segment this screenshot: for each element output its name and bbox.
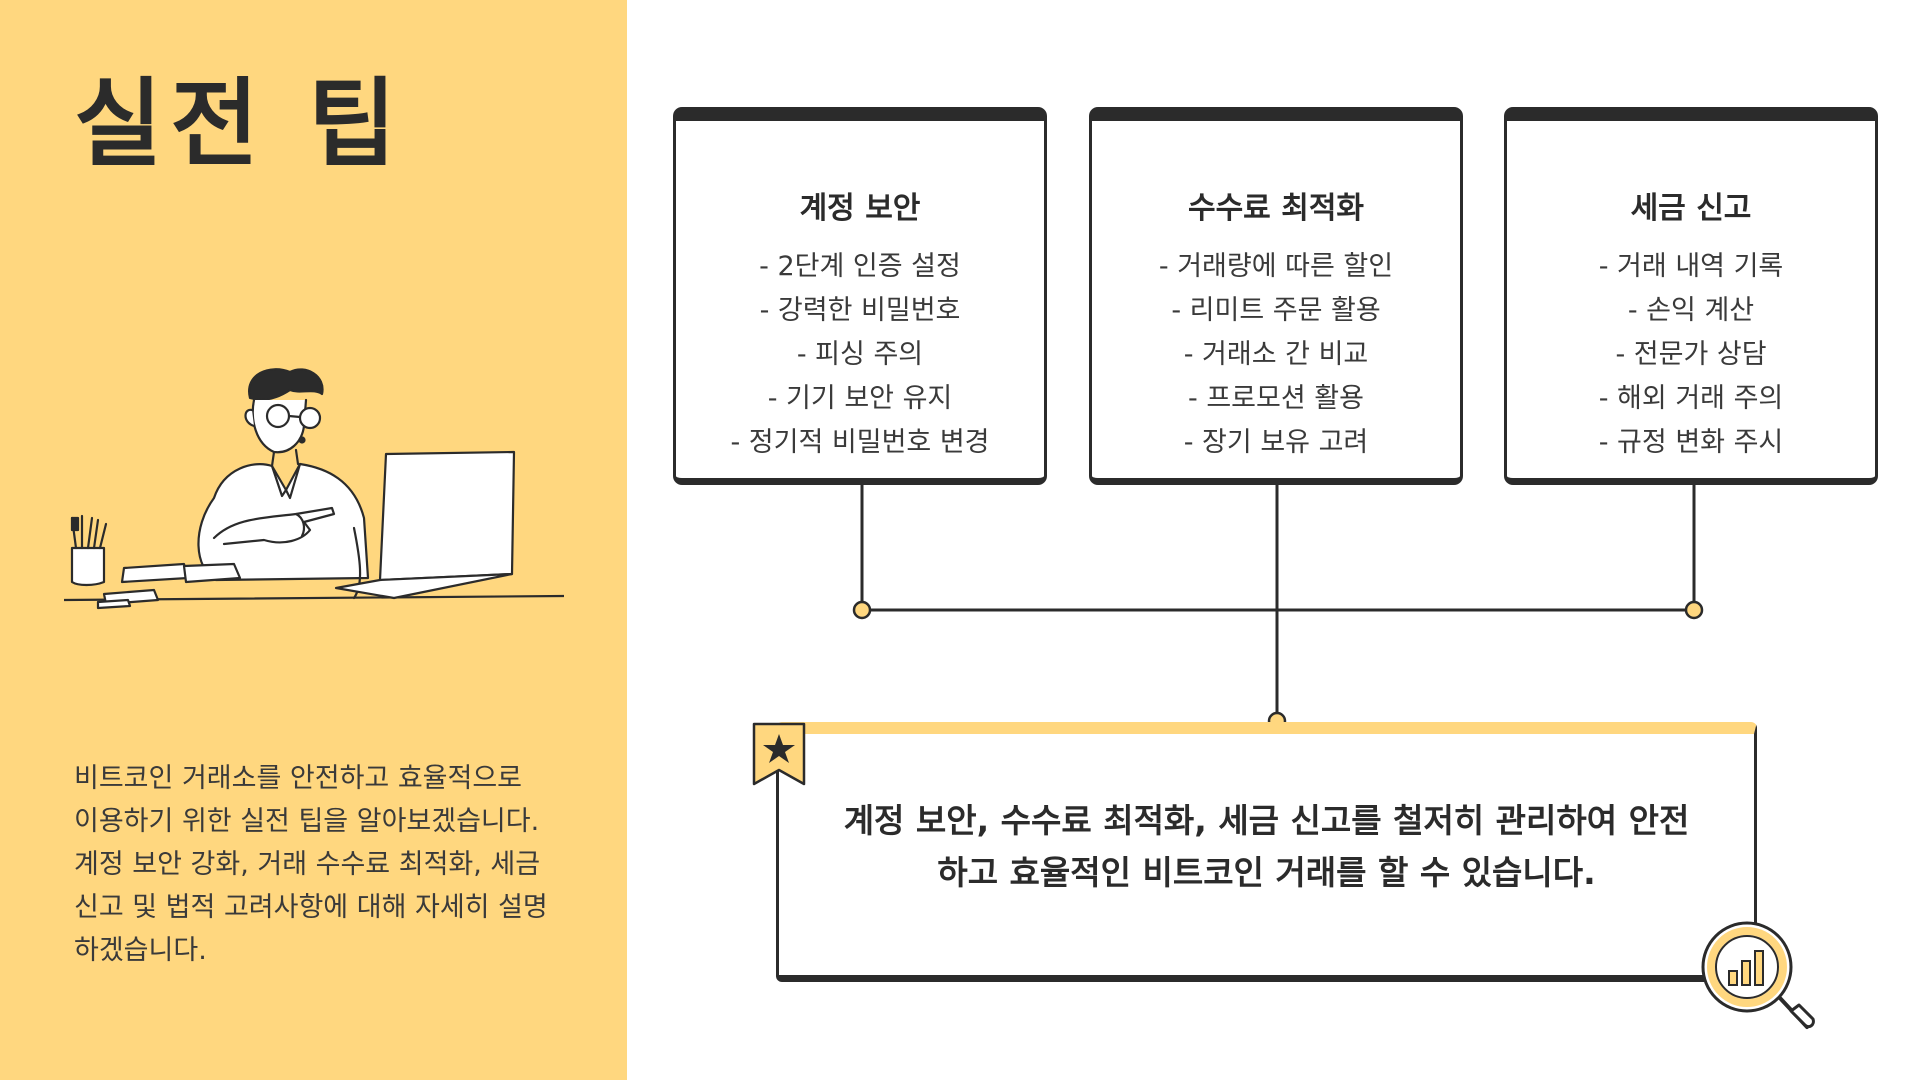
list-item: - 해외 거래 주의 — [1598, 383, 1784, 414]
card-account-security: 계정 보안 - 2단계 인증 설정 - 강력한 비밀번호 - 피싱 주의 - 기… — [673, 107, 1047, 485]
page-title: 실전 팁 — [74, 68, 405, 180]
card-title: 세금 신고 — [1630, 191, 1752, 226]
list-item: - 거래소 간 비교 — [1183, 339, 1369, 370]
magnifier-chart-icon — [1701, 921, 1815, 1029]
card-list: - 거래량에 따른 할인 - 리미트 주문 활용 - 거래소 간 비교 - 프로… — [1092, 245, 1460, 465]
connector-dot-left — [852, 600, 872, 620]
card-title: 수수료 최적화 — [1187, 191, 1365, 226]
list-item: - 프로모션 활용 — [1188, 383, 1364, 414]
left-panel: 실전 팁 — [0, 0, 627, 1080]
list-item: - 전문가 상담 — [1615, 339, 1767, 370]
list-item: - 피싱 주의 — [796, 339, 924, 370]
list-item: - 정기적 비밀번호 변경 — [730, 427, 990, 458]
list-item: - 기기 보안 유지 — [767, 383, 953, 414]
list-item: - 규정 변화 주시 — [1598, 427, 1784, 458]
intro-description: 비트코인 거래소를 안전하고 효율적으로 이용하기 위한 실전 팁을 알아보겠습… — [74, 763, 548, 966]
list-item: - 거래 내역 기록 — [1598, 251, 1784, 282]
list-item: - 거래량에 따른 할인 — [1158, 251, 1394, 282]
card-tax-reporting: 세금 신고 - 거래 내역 기록 - 손익 계산 - 전문가 상담 - 해외 거… — [1504, 107, 1878, 485]
card-list: - 2단계 인증 설정 - 강력한 비밀번호 - 피싱 주의 - 기기 보안 유… — [676, 245, 1044, 465]
list-item: - 강력한 비밀번호 — [759, 295, 961, 326]
card-fee-optimization: 수수료 최적화 - 거래량에 따른 할인 - 리미트 주문 활용 - 거래소 간… — [1089, 107, 1463, 485]
summary-box: 계정 보안, 수수료 최적화, 세금 신고를 철저히 관리하여 안전하고 효율적… — [776, 722, 1757, 982]
list-item: - 리미트 주문 활용 — [1171, 295, 1381, 326]
list-item: - 손익 계산 — [1627, 295, 1755, 326]
list-item: - 2단계 인증 설정 — [759, 251, 961, 282]
card-list: - 거래 내역 기록 - 손익 계산 - 전문가 상담 - 해외 거래 주의 -… — [1507, 245, 1875, 465]
man-at-laptop-illustration — [64, 368, 564, 610]
card-title: 계정 보안 — [799, 191, 921, 226]
summary-text: 계정 보안, 수수료 최적화, 세금 신고를 철저히 관리하여 안전하고 효율적… — [843, 800, 1690, 892]
star-icon — [752, 722, 806, 786]
list-item: - 장기 보유 고려 — [1183, 427, 1369, 458]
connector-dot-right — [1684, 600, 1704, 620]
